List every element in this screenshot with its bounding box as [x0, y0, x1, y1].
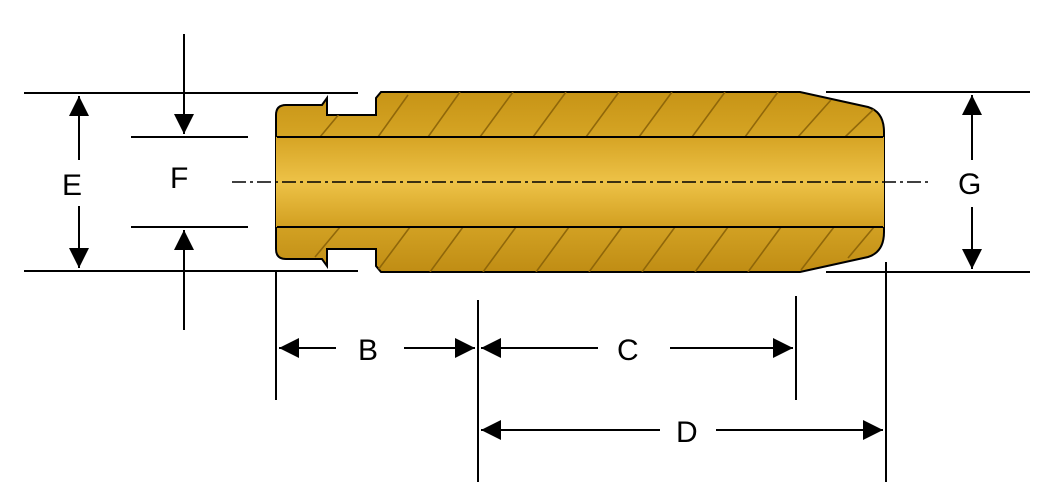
label-e: E — [62, 169, 82, 202]
extension-lines — [24, 91, 1030, 482]
label-b: B — [358, 334, 378, 367]
section-hatch-top — [319, 92, 876, 138]
section-hatch-bottom — [314, 226, 875, 272]
label-c: C — [617, 334, 639, 367]
label-f: F — [170, 162, 188, 195]
label-g: G — [958, 168, 981, 201]
label-d: D — [676, 416, 698, 449]
